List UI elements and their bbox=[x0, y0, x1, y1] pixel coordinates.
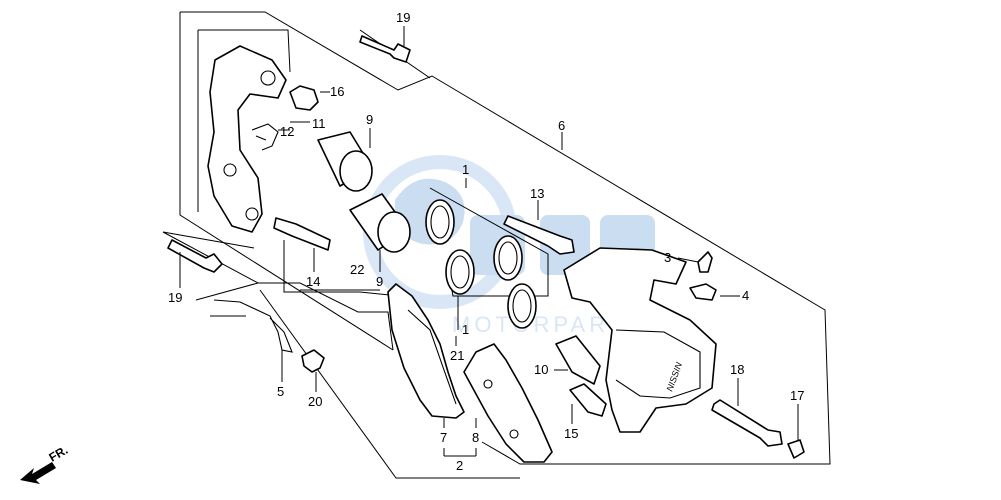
callout-14: 14 bbox=[306, 274, 320, 289]
callout-20: 20 bbox=[308, 394, 322, 409]
caliper-body: NISSIN bbox=[563, 247, 717, 433]
caliper-bracket bbox=[207, 45, 287, 233]
callout-1-lower: 1 bbox=[462, 322, 469, 337]
callout-12: 12 bbox=[280, 124, 294, 139]
bolt-19-top bbox=[359, 35, 411, 63]
callout-7: 7 bbox=[440, 430, 447, 445]
callout-17: 17 bbox=[790, 388, 804, 403]
leader-lines bbox=[179, 26, 799, 457]
callout-9-lower: 9 bbox=[376, 274, 383, 289]
callout-15: 15 bbox=[564, 426, 578, 441]
callout-9-upper: 9 bbox=[366, 112, 373, 127]
front-direction-arrow: FR. bbox=[20, 443, 70, 484]
callout-4: 4 bbox=[742, 288, 749, 303]
bleeder-3 bbox=[697, 251, 713, 273]
callout-2: 2 bbox=[456, 458, 463, 473]
piston-seals bbox=[425, 199, 537, 329]
callout-5: 5 bbox=[277, 384, 284, 399]
cap-4 bbox=[689, 283, 717, 301]
clip-12 bbox=[251, 123, 279, 151]
callout-8: 8 bbox=[472, 430, 479, 445]
plug-17 bbox=[787, 439, 805, 459]
brake-pad-8 bbox=[463, 343, 553, 463]
callout-1-upper: 1 bbox=[462, 162, 469, 177]
callout-19-lower: 19 bbox=[168, 290, 182, 305]
callout-18: 18 bbox=[730, 362, 744, 377]
callout-11: 11 bbox=[312, 116, 326, 131]
callout-6: 6 bbox=[558, 118, 565, 133]
callout-22: 22 bbox=[350, 262, 364, 277]
pin-13 bbox=[503, 215, 575, 255]
bolt-20 bbox=[301, 349, 325, 373]
callout-13: 13 bbox=[530, 186, 544, 201]
pin-15 bbox=[569, 383, 607, 417]
direction-label: FR. bbox=[47, 443, 71, 465]
piston-9-lower bbox=[349, 193, 411, 253]
piston-9-upper bbox=[317, 131, 373, 192]
callout-16: 16 bbox=[330, 84, 344, 99]
nut-16 bbox=[289, 85, 319, 111]
shim-10 bbox=[555, 335, 601, 385]
callout-10: 10 bbox=[534, 362, 548, 377]
callout-19-top: 19 bbox=[396, 10, 410, 25]
spring-5 bbox=[213, 299, 293, 353]
callout-3: 3 bbox=[664, 250, 671, 265]
callout-21: 21 bbox=[450, 348, 464, 363]
pin-14 bbox=[273, 217, 331, 251]
callout-labels: 19 16 12 11 9 6 1 13 3 4 19 14 22 9 21 1… bbox=[168, 10, 804, 473]
pin-18 bbox=[711, 399, 783, 447]
brake-pad-7 bbox=[387, 283, 465, 419]
bolt-19-lower bbox=[167, 239, 223, 273]
